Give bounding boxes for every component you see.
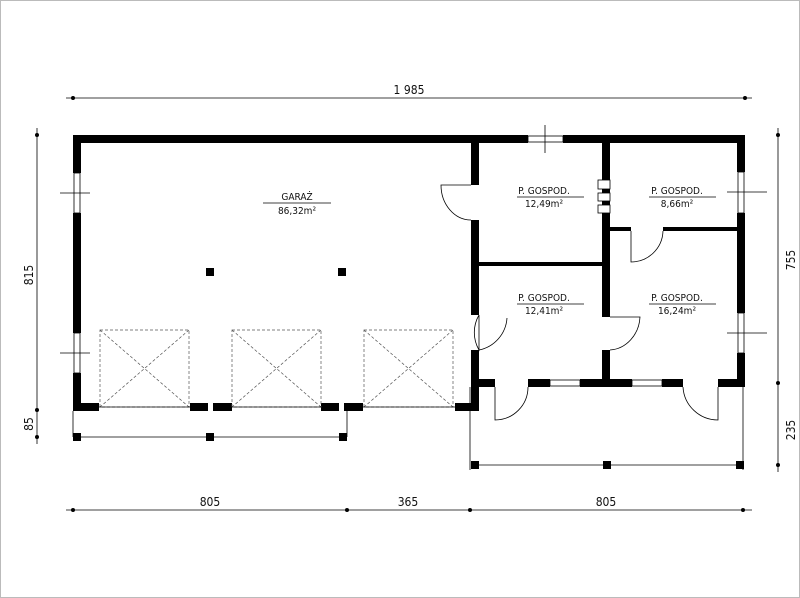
- columns: [73, 268, 744, 469]
- dim-bottom-middle: 365: [398, 495, 419, 509]
- walls: [73, 135, 745, 411]
- garage-doors: [99, 329, 455, 408]
- dim-total-width: 1 985: [394, 83, 425, 97]
- room-utility-2: P. GOSPOD. 8,66m²: [649, 186, 716, 210]
- room-area: 12,49m²: [525, 199, 564, 210]
- room-area: 12,41m²: [525, 306, 564, 317]
- room-name: P. GOSPOD.: [651, 293, 703, 304]
- room-utility-3: P. GOSPOD. 12,41m²: [517, 293, 584, 317]
- dim-bottom-right: 805: [596, 495, 617, 509]
- dimension-lines: [35, 96, 780, 512]
- dim-right-height: 755: [784, 250, 798, 271]
- windows: [60, 125, 767, 387]
- room-area: 16,24m²: [658, 306, 697, 317]
- dim-left-overhang: 85: [22, 417, 36, 431]
- room-garage: GARAŻ 86,32m²: [263, 190, 331, 217]
- doors: [440, 184, 719, 421]
- room-area: 8,66m²: [661, 199, 694, 210]
- room-name: P. GOSPOD.: [518, 293, 570, 304]
- dim-bottom-left: 805: [200, 495, 221, 509]
- room-name: P. GOSPOD.: [651, 186, 703, 197]
- dim-left-height: 815: [22, 265, 36, 286]
- room-utility-1: P. GOSPOD. 12,49m²: [517, 186, 584, 210]
- chimney-vents: [597, 179, 611, 214]
- room-name: GARAŻ: [281, 190, 312, 203]
- room-name: P. GOSPOD.: [518, 186, 570, 197]
- dim-right-overhang: 235: [784, 420, 798, 441]
- room-area: 86,32m²: [278, 206, 317, 217]
- room-utility-4: P. GOSPOD. 16,24m²: [649, 293, 716, 317]
